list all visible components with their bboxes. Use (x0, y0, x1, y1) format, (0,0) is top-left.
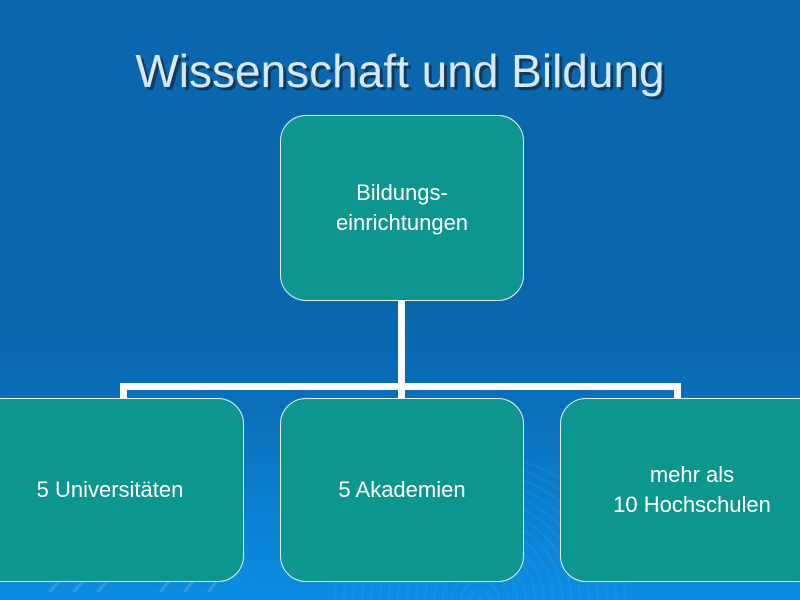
connector-drop-left (120, 383, 127, 407)
node-universitaeten[interactable]: 5 Universitäten (0, 398, 244, 582)
connector-drop-right (674, 383, 681, 407)
node-akademien[interactable]: 5 Akademien (280, 398, 524, 582)
page-title: Wissenschaft und Bildung (135, 45, 665, 97)
node-bildungseinrichtungen[interactable]: Bildungs- einrichtungen (280, 115, 524, 301)
node-hochschulen[interactable]: mehr als 10 Hochschulen (560, 398, 800, 582)
connector-trunk-vertical (398, 300, 405, 386)
connector-drop-middle (398, 383, 405, 407)
